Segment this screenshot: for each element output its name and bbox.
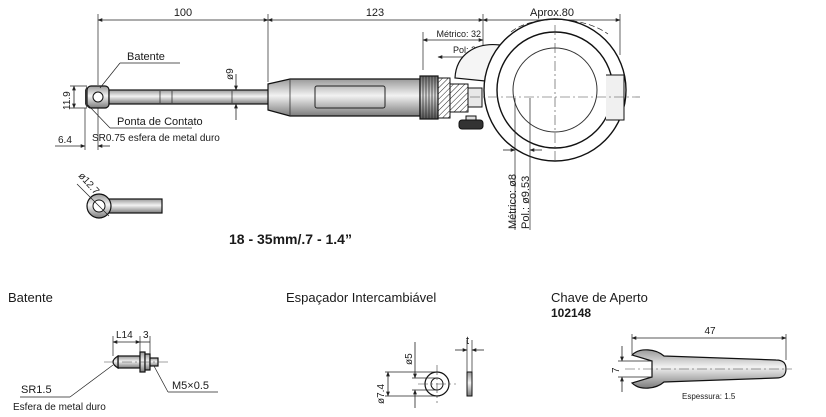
ponta-label: Ponta de Contato (117, 116, 203, 128)
phi9-callout: ø9 (225, 68, 238, 120)
chave-section-title: Chave de Aperto (551, 290, 648, 305)
pol-phi953-label: Pol.: ø9.53 (520, 176, 532, 229)
dimension-6-4: 6.4 (55, 108, 110, 150)
batente-section: Batente L14 3 SR1.5 Esfera de metal duro… (8, 290, 218, 413)
chave-code-label: 102148 (551, 306, 591, 320)
phi9-label: ø9 (225, 68, 236, 80)
espacador-section-title: Espaçador Intercambiável (286, 290, 436, 305)
metric-32-label: Métrico: 32 (436, 29, 481, 39)
dimension-123-label: 123 (366, 7, 384, 19)
dim-7-label: 7 (611, 367, 622, 373)
l14-label: L14 (116, 330, 133, 341)
ponta-leader: Ponta de Contato SR0.75 esfera de metal … (87, 104, 220, 144)
esfera-label: Esfera de metal duro (13, 402, 106, 413)
dial-indicator (454, 18, 640, 162)
stem-diameter-callout: Métrico: ø8 Pol.: ø9.53 (503, 98, 542, 230)
phi12-7-label: ø12.7 (76, 171, 102, 198)
dimension-11-9-label: 11.9 (62, 91, 73, 110)
bore-gauge-main-drawing: 100 123 Aprox.80 Métrico: 32 Pol: 25 (55, 7, 640, 247)
dimension-11-9: 11.9 (62, 85, 87, 110)
top-dimension-chain: 100 123 Aprox.80 (97, 7, 621, 85)
measuring-head (85, 85, 110, 109)
batente-leader: Batente (99, 51, 180, 89)
dimension-100-label: 100 (174, 7, 192, 19)
range-label: 18 - 35mm/.7 - 1.4” (229, 231, 352, 247)
batente-label: Batente (127, 51, 165, 63)
dim-47-label: 47 (704, 326, 716, 337)
espacador-section: Espaçador Intercambiável ø5 ø7.4 t (286, 290, 484, 408)
grip-handle (267, 78, 421, 117)
chave-section: Chave de Aperto 102148 47 7 Espessura: 1… (551, 290, 792, 401)
batente-section-title: Batente (8, 290, 53, 305)
pol-25-label: Pol: 25 (453, 45, 481, 55)
dimension-6-4-label: 6.4 (58, 135, 72, 146)
dimension-aprox80-label: Aprox.80 (530, 7, 574, 19)
sr075-label: SR0.75 esfera de metal duro (92, 133, 220, 144)
extension-rod (108, 89, 271, 105)
t-label: t (466, 335, 469, 347)
m5-label: M5×0.5 (172, 380, 209, 392)
knurled-ring (419, 75, 483, 120)
sr15-label: SR1.5 (21, 384, 52, 396)
phi74-label: ø7.4 (376, 384, 387, 404)
clamp-screw (458, 115, 484, 130)
head-side-view: ø12.7 (76, 171, 163, 219)
espessura-label: Espessura: 1.5 (682, 392, 736, 401)
dim-3-label: 3 (143, 330, 149, 341)
metric-phi8-label: Métrico: ø8 (507, 174, 519, 229)
phi5-label: ø5 (404, 353, 415, 365)
